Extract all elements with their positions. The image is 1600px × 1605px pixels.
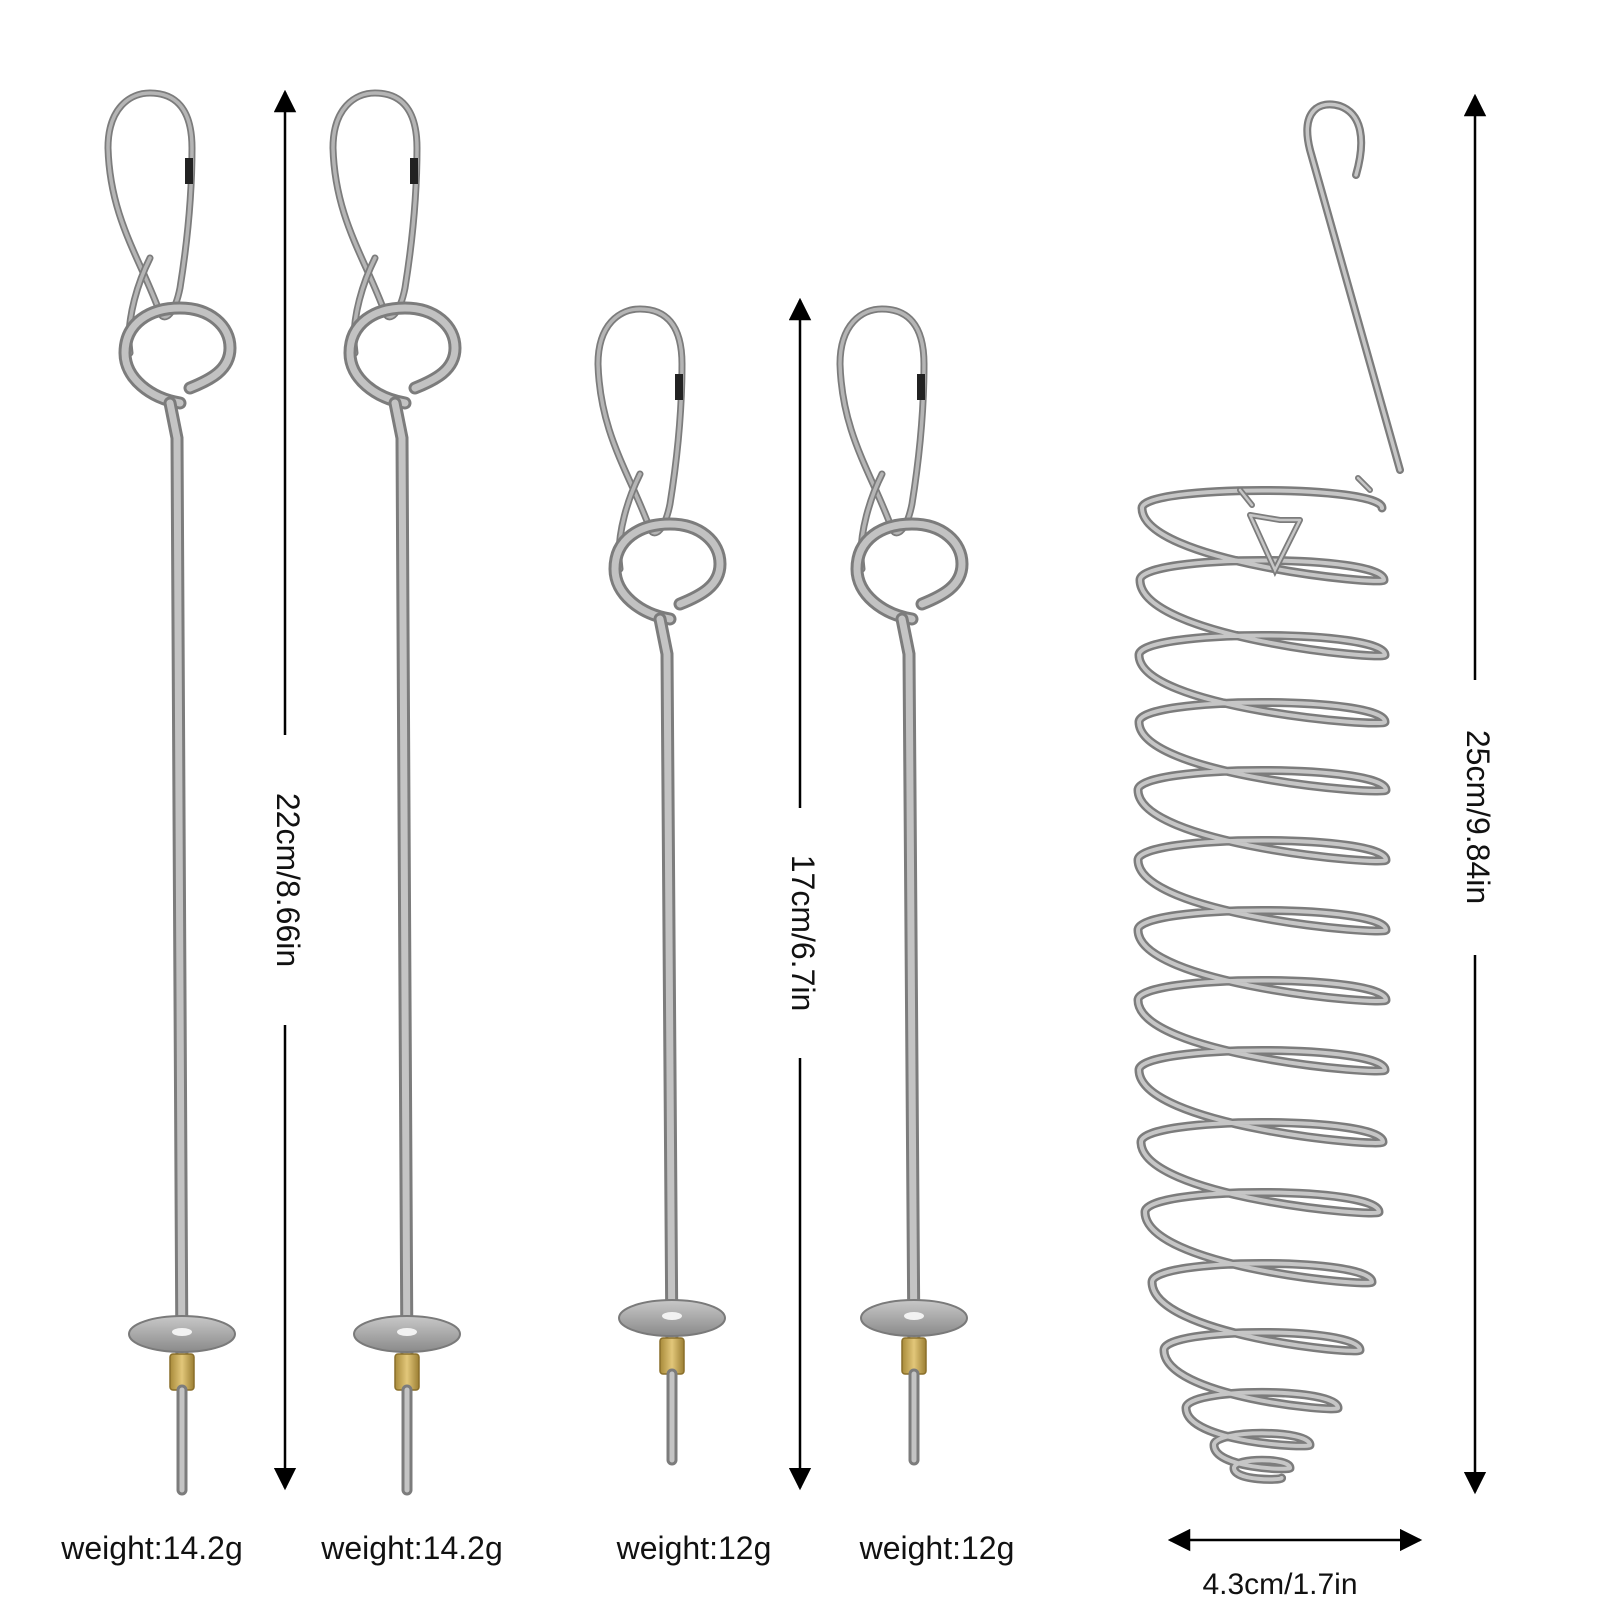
- weight-label-1: weight:14.2g: [61, 1530, 243, 1566]
- weight-label-4: weight:12g: [859, 1530, 1015, 1566]
- long-stake-1: [108, 93, 235, 1490]
- spiral-feeder: [1133, 100, 1404, 1484]
- short-stake-1: [598, 309, 725, 1460]
- spiral-height-label: 25cm/9.84in: [1460, 730, 1496, 904]
- weight-label-3: weight:12g: [616, 1530, 772, 1566]
- long-stake-height-label: 22cm/8.66in: [270, 793, 306, 967]
- long-stake-2: [333, 93, 460, 1490]
- weight-label-2: weight:14.2g: [321, 1530, 503, 1566]
- spiral-coil: [1305, 102, 1402, 472]
- spiral-coil: [1135, 488, 1389, 1482]
- spiral-width-label: 4.3cm/1.7in: [1202, 1568, 1358, 1601]
- short-stake-height-label: 17cm/6.7in: [785, 855, 821, 1012]
- short-stake-2: [840, 309, 967, 1460]
- spiral-coil: [1238, 476, 1372, 573]
